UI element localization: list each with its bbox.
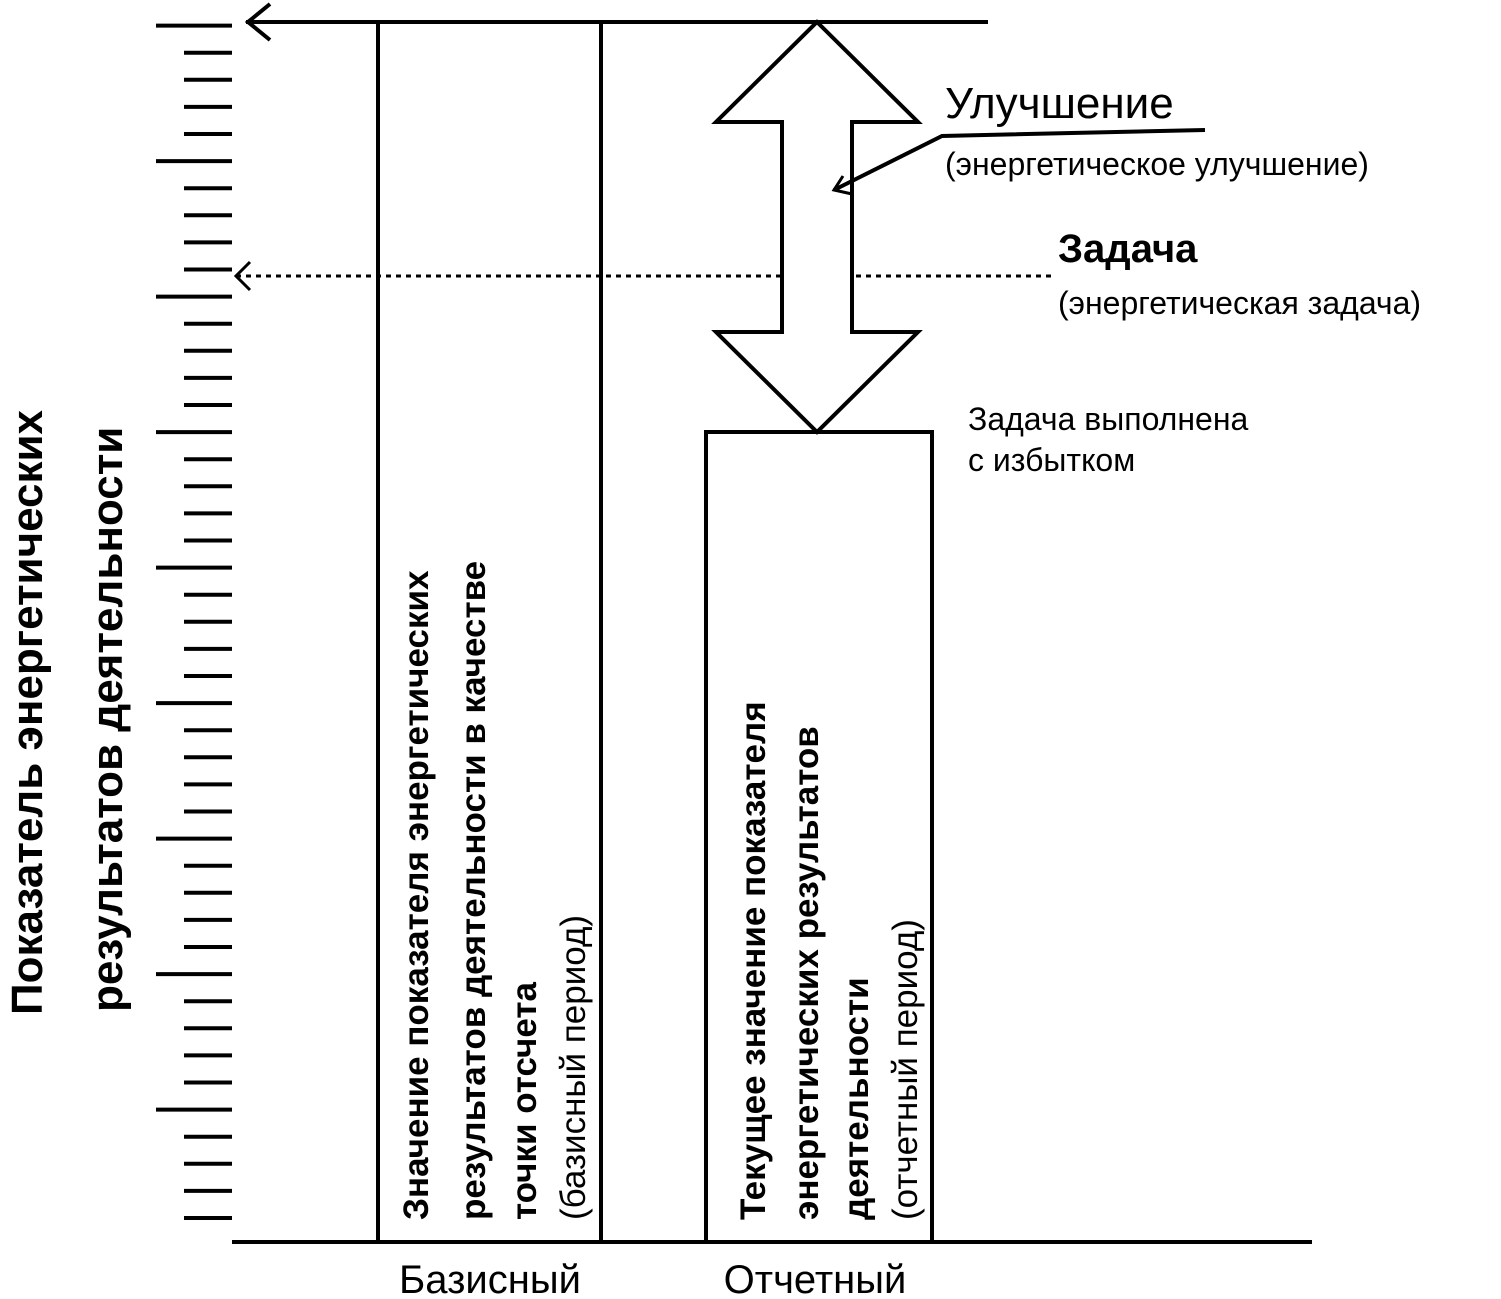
improvement-subtitle: (энергетическое улучшение) [945,146,1369,182]
target-title: Задача [1058,227,1198,271]
base-bar-label-line4: (базисный период) [554,915,593,1220]
base-period-bar [376,20,603,1244]
axis-ticks [156,23,232,1220]
x-label-base: Базисный [399,1258,581,1299]
improvement-double-arrow [711,19,923,435]
report-bar-label-line2: энергетических результатов [787,726,826,1220]
top-arrowhead [244,2,272,42]
improvement-leader-arrowhead [831,175,853,196]
axis-title-line1: Показатель энергетических [3,409,52,1015]
improvement-title: Улучшение [945,79,1174,128]
base-bar-label-line2: результатов деятельности в качестве [454,561,493,1220]
base-bar-label-line3: точки отсчета [505,982,544,1220]
x-label-report: Отчетный [724,1258,907,1299]
report-bar-label-line4: (отчетный период) [886,919,925,1220]
report-bar-label-line1: Текущее значение показателя [734,701,773,1220]
base-bar-label-line1: Значение показателя энергетических [397,570,436,1220]
target-arrowhead [233,260,252,292]
note-line1: Задача выполнена [968,401,1248,437]
note-line2: с избытком [968,442,1135,478]
target-subtitle: (энергетическая задача) [1058,285,1421,321]
axis-title-line2: результатов деятельности [83,427,132,1012]
improvement-leader-line [833,128,1206,192]
report-bar-label-line3: деятельности [837,977,876,1220]
